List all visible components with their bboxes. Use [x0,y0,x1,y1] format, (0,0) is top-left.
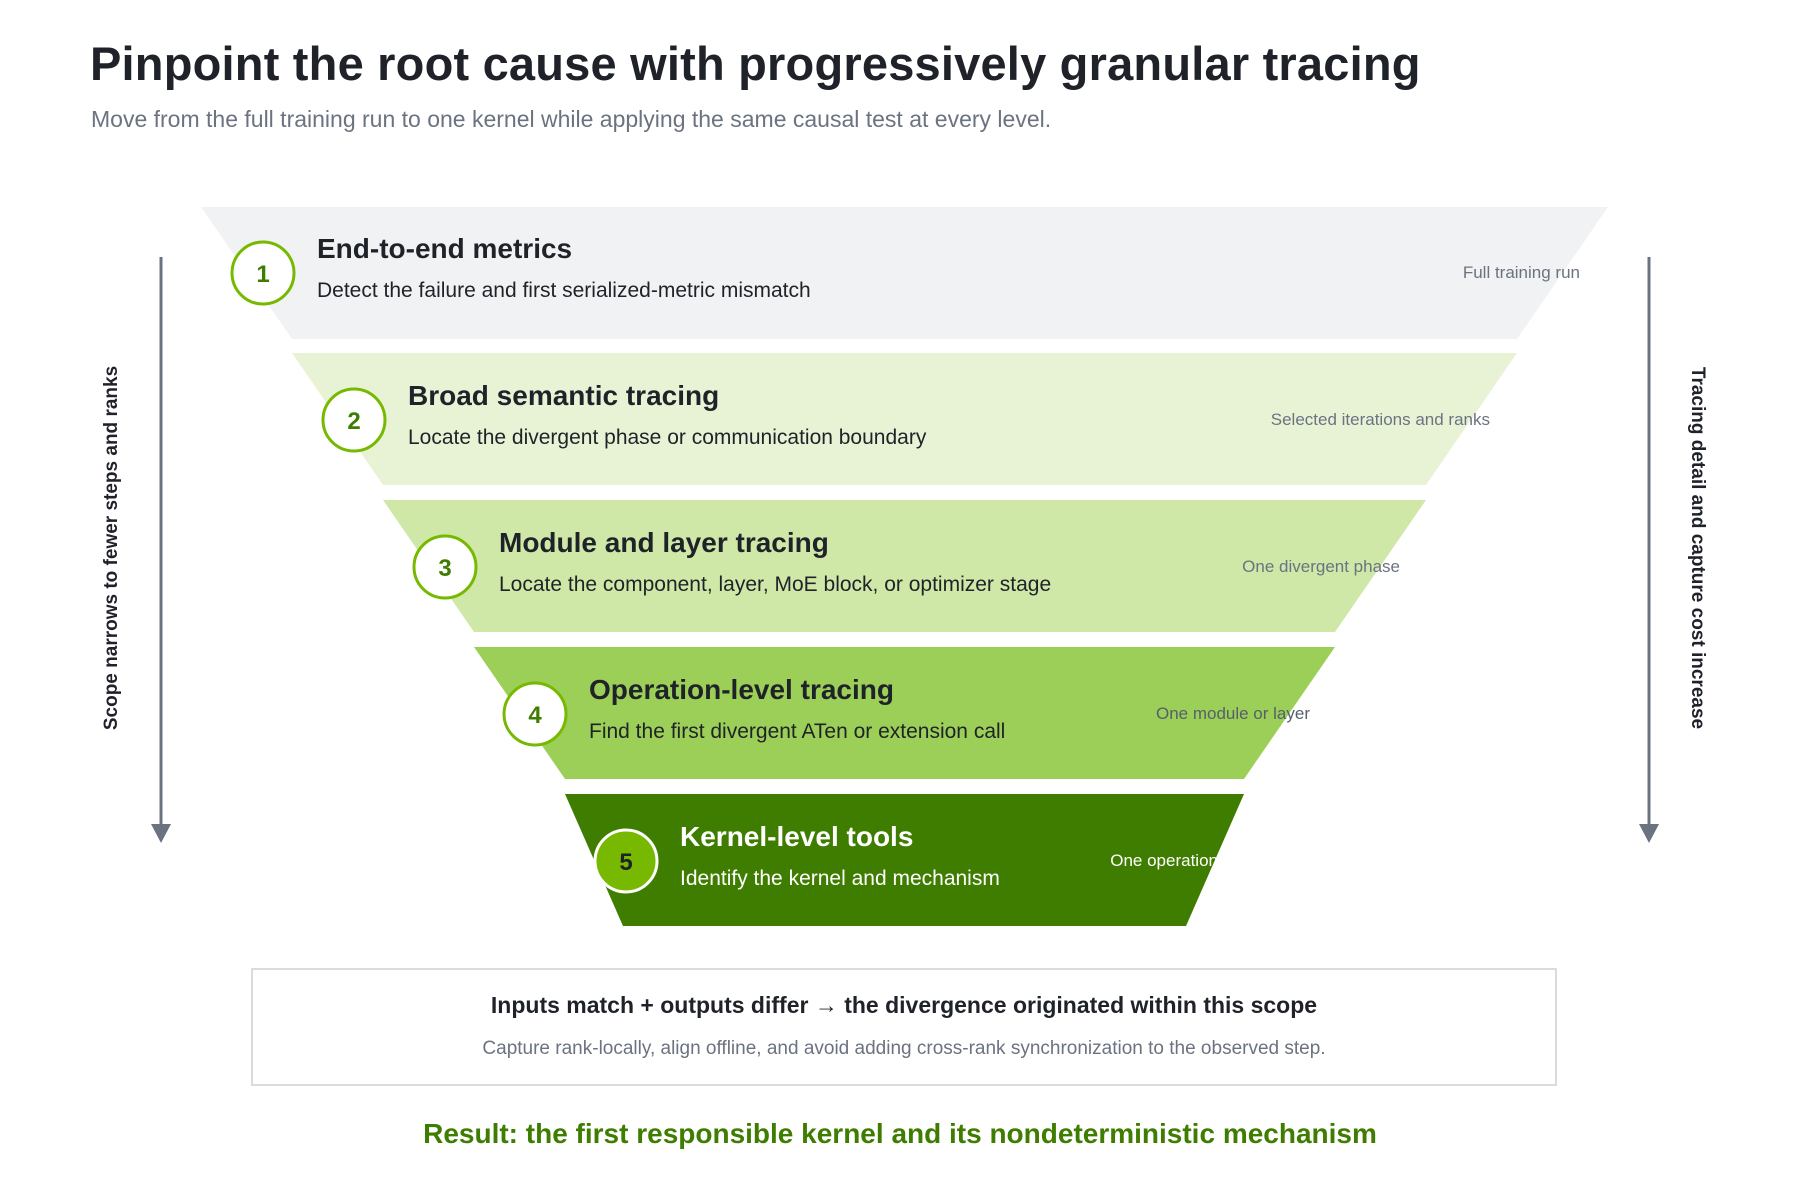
level-2-description: Locate the divergent phase or communicat… [408,426,927,449]
level-2-scope: Selected iterations and ranks [1271,410,1490,429]
funnel-level-1: 1 End-to-end metrics Detect the failure … [201,207,1608,339]
step-5-number: 5 [619,849,632,876]
causal-test-rule: Inputs match + outputs differ → the dive… [490,992,1318,1018]
cost-arrow-right [1639,257,1659,843]
level-4-scope: One module or layer [1156,704,1310,723]
level-4-description: Find the first divergent ATen or extensi… [589,720,1005,743]
step-1-number: 1 [256,261,269,288]
level-2-title: Broad semantic tracing [408,380,719,411]
level-1-scope: Full training run [1463,263,1580,282]
level-5-band [565,794,1244,926]
step-2-number: 2 [347,408,360,435]
level-3-band [383,500,1426,632]
step-4-number: 4 [528,702,542,729]
step-4-badge [502,681,568,747]
page-subtitle: Move from the full training run to one k… [91,106,1052,132]
level-1-title: End-to-end metrics [317,233,572,264]
step-2-badge [321,387,387,453]
level-2-band [292,353,1517,485]
funnel-level-4: 4 Operation-level tracing Find the first… [474,647,1335,779]
level-1-band [201,207,1608,339]
level-3-title: Module and layer tracing [499,527,829,558]
step-3-badge [412,534,478,600]
level-1-description: Detect the failure and first serialized-… [317,279,811,302]
funnel-level-3: 3 Module and layer tracing Locate the co… [383,500,1426,632]
level-3-scope: One divergent phase [1242,557,1400,576]
level-5-scope: One operation [1110,851,1218,870]
level-3-description: Locate the component, layer, MoE block, … [499,573,1051,596]
cost-axis-label: Tracing detail and capture cost increase [1687,367,1708,729]
step-3-number: 3 [438,555,451,582]
funnel-level-2: 2 Broad semantic tracing Locate the dive… [292,353,1517,485]
step-1-badge [230,240,296,306]
step-5-badge [593,828,659,894]
page-title: Pinpoint the root cause with progressive… [90,37,1421,90]
result-statement: Result: the first responsible kernel and… [423,1118,1377,1149]
level-4-band [474,647,1335,779]
level-4-title: Operation-level tracing [589,674,894,705]
funnel-level-5: 5 Kernel-level tools Identify the kernel… [565,794,1244,926]
causal-test-note: Capture rank-locally, align offline, and… [482,1038,1326,1059]
scope-axis-label: Scope narrows to fewer steps and ranks [101,366,122,730]
scope-arrow-left [151,257,171,843]
level-5-title: Kernel-level tools [680,821,913,852]
level-5-description: Identify the kernel and mechanism [680,867,1000,890]
causal-test-box: Inputs match + outputs differ → the dive… [251,968,1557,1086]
